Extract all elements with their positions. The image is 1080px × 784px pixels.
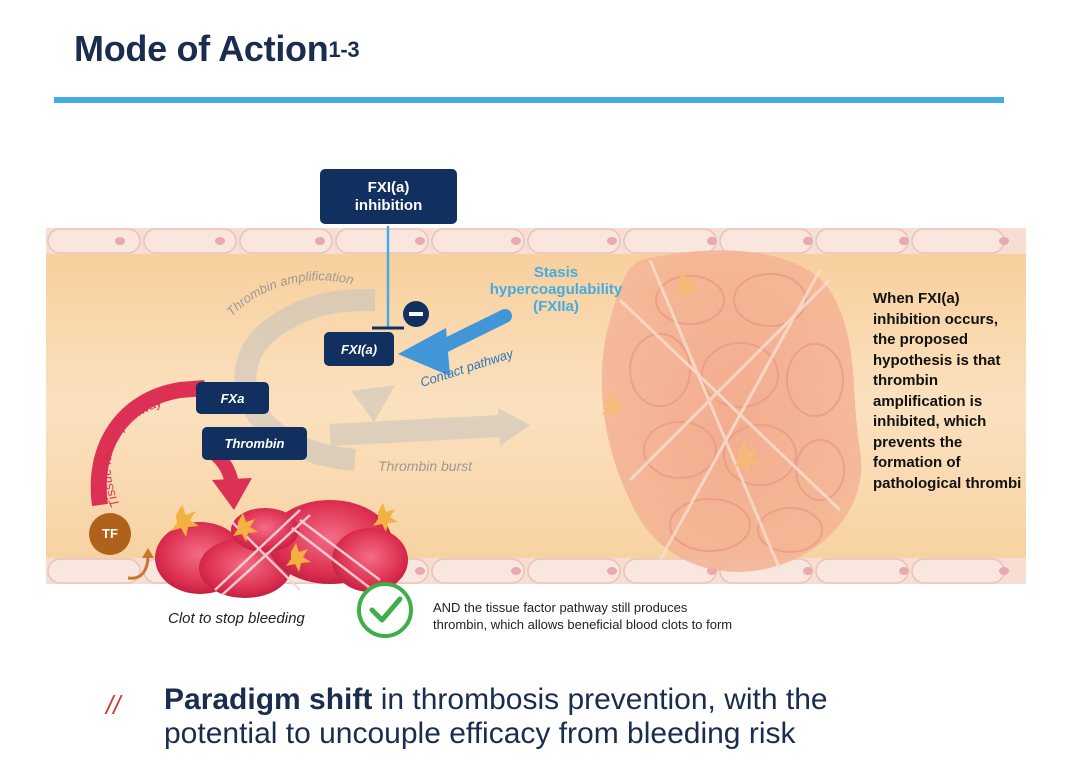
- side-note: When FXI(a) inhibition occurs, the propo…: [873, 290, 1022, 492]
- key-message: Paradigm shift in thrombosis prevention,…: [164, 683, 1044, 751]
- fxi-inhibition-box: FXI(a) inhibition: [320, 169, 457, 224]
- pathological-thrombus: [601, 250, 862, 572]
- fxi-inhibition-line2: inhibition: [354, 196, 423, 214]
- mode-of-action-diagram: Thrombin amplification Tissue factor pat…: [0, 150, 1080, 650]
- fxa-label: FXa: [220, 390, 245, 406]
- beneficial-clot: [155, 500, 408, 598]
- thrombin-burst-label: Thrombin burst: [378, 458, 473, 474]
- fxi-label: FXI(a): [340, 341, 378, 357]
- stasis-label: Stasis hypercoagulability (FXIIa): [470, 264, 642, 315]
- key-message-line2: potential to uncouple efficacy from blee…: [164, 717, 796, 750]
- tf-circle: [89, 513, 131, 555]
- key-message-line1: in thrombosis prevention, with the: [372, 683, 828, 716]
- fxa-box: FXa: [196, 382, 269, 414]
- contact-pathway-arrow: [398, 309, 512, 376]
- thrombin-burst-arrow: [329, 408, 530, 446]
- fxi-inhibition-line1: FXI(a): [367, 178, 410, 196]
- stasis-line1: Stasis: [533, 264, 579, 281]
- minus-circle-icon: [403, 301, 429, 327]
- fxi-box: FXI(a): [324, 332, 394, 366]
- thrombin-box: Thrombin: [202, 427, 307, 460]
- slide-title-text: Mode of Action: [74, 28, 329, 69]
- check-note-line2: thrombin, which allows beneficial blood …: [433, 617, 733, 632]
- key-message-bold: Paradigm shift: [164, 683, 373, 716]
- stasis-line3: (FXIIa): [533, 298, 579, 315]
- inhibition-line: [372, 226, 404, 330]
- check-circle-icon: [357, 582, 413, 638]
- stasis-line2: hypercoagulability: [489, 281, 623, 298]
- tf-feedback-arrow: [127, 548, 154, 580]
- title-reference: 1-3: [328, 37, 360, 62]
- title-divider: [54, 97, 1004, 103]
- check-note: AND the tissue factor pathway still prod…: [433, 599, 732, 633]
- tf-label: TF: [102, 526, 118, 541]
- thrombin-label: Thrombin: [224, 436, 285, 451]
- slide-title: Mode of Action1-3: [74, 28, 360, 70]
- bullet-marker: //: [106, 690, 121, 720]
- clot-caption: Clot to stop bleeding: [168, 610, 305, 627]
- endothelium-top: [46, 228, 1026, 254]
- check-note-line1: AND the tissue factor pathway still prod…: [433, 600, 688, 615]
